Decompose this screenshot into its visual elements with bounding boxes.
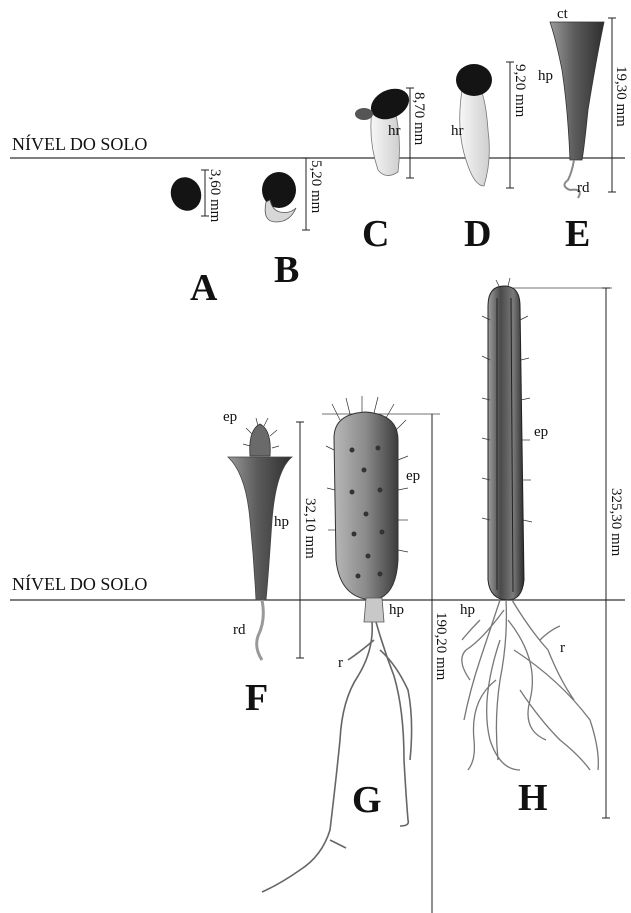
epicotyl-f — [250, 424, 271, 456]
ground-label-top: NÍVEL DO SOLO — [12, 133, 147, 154]
hypocotyl-d — [460, 88, 490, 186]
label-h: H — [518, 777, 548, 819]
stage-e: ct hp rd 19,30 mm E — [538, 6, 629, 255]
body-h — [488, 286, 524, 600]
measure-f: 32,10 mm — [302, 498, 318, 559]
part-r-h: r — [560, 640, 565, 656]
seed-a — [166, 173, 206, 215]
stage-a: 3,60 mm A — [166, 169, 223, 309]
label-d: D — [464, 213, 491, 255]
part-hr-d: hr — [451, 123, 464, 139]
part-hr-c: hr — [388, 123, 401, 139]
part-rd-f: rd — [233, 622, 246, 638]
hypocotyl-e — [550, 22, 604, 160]
roots-g — [262, 622, 412, 892]
part-hp-f: hp — [274, 514, 289, 530]
cotyledon-c — [355, 108, 373, 120]
label-g: G — [352, 779, 382, 821]
measure-a: 3,60 mm — [207, 169, 223, 223]
measure-b: 5,20 mm — [308, 160, 324, 214]
part-ep-h: ep — [534, 424, 548, 440]
measure-e: 19,30 mm — [613, 66, 629, 127]
part-hp-g: hp — [389, 602, 404, 618]
part-hp-h: hp — [460, 602, 475, 618]
hypocotyl-g — [364, 598, 384, 622]
label-f: F — [245, 677, 268, 719]
part-ep-f: ep — [223, 409, 237, 425]
ground-label-bottom: NÍVEL DO SOLO — [12, 573, 147, 594]
body-g — [334, 412, 398, 600]
seed-coat-d — [456, 64, 492, 96]
measure-d: 9,20 mm — [512, 64, 528, 118]
stage-h: ep hp r 325,30 mm H — [460, 278, 624, 819]
label-a: A — [190, 267, 218, 309]
measure-h: 325,30 mm — [608, 488, 624, 557]
label-e: E — [565, 213, 590, 255]
hypocotyl-c — [371, 110, 400, 176]
part-rd-e: rd — [577, 180, 590, 196]
part-ep-g: ep — [406, 468, 420, 484]
stage-b: 5,20 mm B — [262, 158, 324, 291]
measure-g: 190,20 mm — [433, 612, 449, 681]
part-r-g: r — [338, 655, 343, 671]
label-c: C — [362, 213, 389, 255]
label-b: B — [274, 249, 299, 291]
part-ct-e: ct — [557, 6, 569, 22]
root-f — [257, 600, 264, 660]
roots-h — [462, 600, 598, 770]
measure-c: 8,70 mm — [411, 92, 427, 146]
part-hp-e: hp — [538, 68, 553, 84]
stage-f: ep hp rd 32,10 mm F — [223, 409, 318, 719]
stage-c: hr 8,70 mm C — [355, 83, 427, 255]
stage-g: ep hp r 190,20 mm G — [262, 396, 449, 913]
